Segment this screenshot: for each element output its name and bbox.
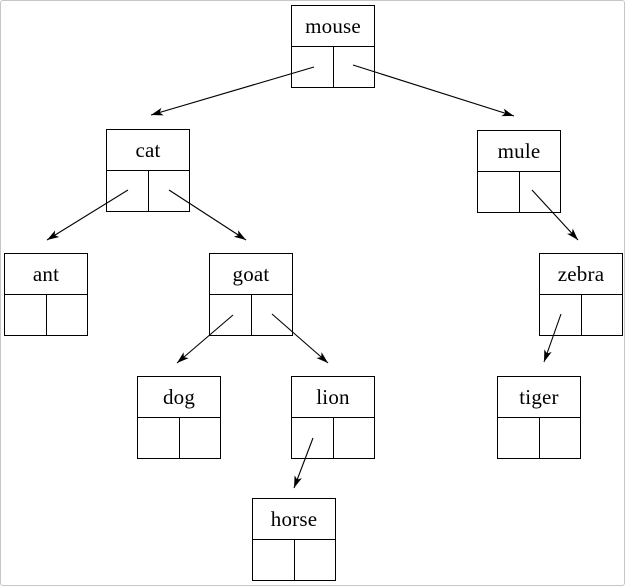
left-pointer-cell	[253, 540, 295, 580]
left-pointer-cell	[498, 418, 540, 458]
pointer-cells	[5, 295, 87, 335]
tree-node-mule: mule	[477, 130, 561, 213]
edge-mouse-left-to-cat	[150, 66, 315, 116]
left-pointer-cell	[292, 47, 334, 87]
right-pointer-cell	[581, 295, 622, 335]
tree-node-cat: cat	[106, 129, 190, 212]
left-pointer-cell	[478, 172, 520, 212]
tree-node-lion: lion	[291, 376, 375, 459]
right-pointer-cell	[294, 540, 335, 580]
right-pointer-cell	[148, 171, 189, 211]
left-pointer-cell	[292, 418, 334, 458]
left-pointer-cell	[138, 418, 180, 458]
node-label: goat	[210, 254, 292, 295]
right-pointer-cell	[539, 418, 580, 458]
node-label: ant	[5, 254, 87, 295]
tree-node-mouse: mouse	[291, 5, 375, 88]
pointer-cells	[138, 418, 220, 458]
left-pointer-cell	[107, 171, 149, 211]
pointer-cells	[107, 171, 189, 211]
node-label: mouse	[292, 6, 374, 47]
pointer-cells	[210, 295, 292, 335]
tree-node-ant: ant	[4, 253, 88, 336]
node-label: cat	[107, 130, 189, 171]
pointer-cells	[292, 418, 374, 458]
node-label: mule	[478, 131, 560, 172]
pointer-cells	[478, 172, 560, 212]
right-pointer-cell	[251, 295, 292, 335]
pointer-cells	[292, 47, 374, 87]
pointer-cells	[540, 295, 622, 335]
node-label: tiger	[498, 377, 580, 418]
tree-node-horse: horse	[252, 498, 336, 581]
node-label: zebra	[540, 254, 622, 295]
node-label: lion	[292, 377, 374, 418]
node-label: dog	[138, 377, 220, 418]
tree-node-goat: goat	[209, 253, 293, 336]
edge-mouse-right-to-mule	[352, 64, 515, 117]
right-pointer-cell	[333, 418, 374, 458]
left-pointer-cell	[5, 295, 47, 335]
right-pointer-cell	[179, 418, 220, 458]
pointer-cells	[253, 540, 335, 580]
left-pointer-cell	[540, 295, 582, 335]
right-pointer-cell	[519, 172, 560, 212]
right-pointer-cell	[46, 295, 87, 335]
node-label: horse	[253, 499, 335, 540]
tree-node-tiger: tiger	[497, 376, 581, 459]
tree-node-dog: dog	[137, 376, 221, 459]
left-pointer-cell	[210, 295, 252, 335]
right-pointer-cell	[333, 47, 374, 87]
tree-node-zebra: zebra	[539, 253, 623, 336]
pointer-cells	[498, 418, 580, 458]
